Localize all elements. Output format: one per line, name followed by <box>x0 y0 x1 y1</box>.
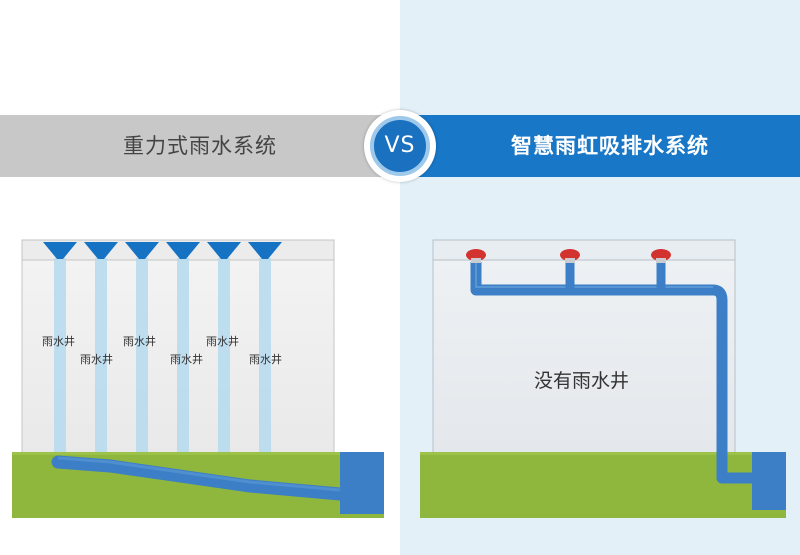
rain-well-label: 雨水井 <box>206 334 239 348</box>
gravity-system-title: 重力式雨水系统 <box>123 134 277 158</box>
gravity-buried-pipe <box>51 452 384 514</box>
vs-badge: VS <box>364 110 436 182</box>
rain-well-label: 雨水井 <box>42 334 75 348</box>
siphon-building <box>432 239 736 456</box>
left-title-banner <box>0 115 400 177</box>
rain-well-labels: 雨水井 雨水井 雨水井 雨水井 雨水井 雨水井 <box>42 334 282 366</box>
rain-well-label: 雨水井 <box>170 352 203 366</box>
siphon-roof-drains <box>466 249 671 263</box>
vs-text: VS <box>370 116 430 176</box>
rain-well-label: 雨水井 <box>80 352 113 366</box>
gravity-downpipes <box>54 258 271 478</box>
rain-well-label: 雨水井 <box>249 352 282 366</box>
no-rain-well-label: 没有雨水井 <box>534 370 629 392</box>
siphon-ground <box>420 452 786 518</box>
rain-well-label: 雨水井 <box>123 334 156 348</box>
right-title-banner <box>400 115 800 177</box>
gravity-roof-funnels <box>43 242 282 259</box>
siphon-drain-pipes <box>470 262 786 510</box>
siphon-system-title: 智慧雨虹吸排水系统 <box>511 134 709 158</box>
